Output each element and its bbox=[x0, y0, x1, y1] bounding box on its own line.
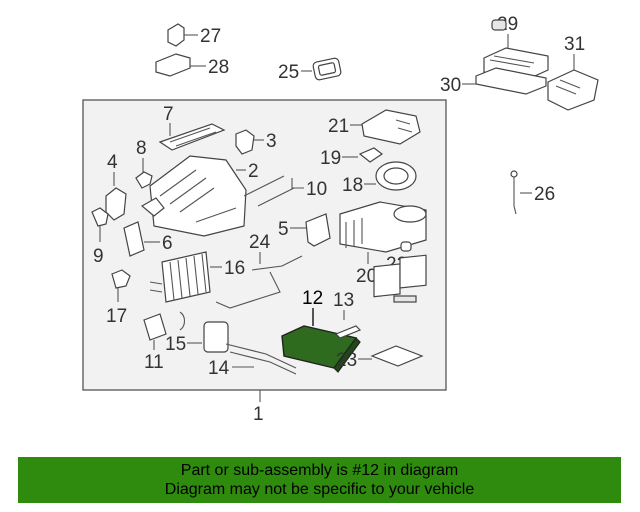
callout-13: 13 bbox=[333, 290, 354, 311]
callout-15: 15 bbox=[165, 334, 186, 355]
part-17-sensor bbox=[111, 269, 131, 289]
callout-10: 10 bbox=[306, 179, 327, 200]
callout-21: 21 bbox=[328, 116, 349, 137]
part-2-heater-case bbox=[140, 155, 247, 237]
part-15-cover bbox=[203, 321, 229, 353]
part-16-evaporator bbox=[149, 251, 211, 303]
callout-28: 28 bbox=[208, 57, 229, 78]
callout-1: 1 bbox=[253, 404, 264, 425]
part-20-blower-case bbox=[339, 201, 427, 253]
callout-4: 4 bbox=[107, 152, 118, 173]
part-26-pipe bbox=[510, 170, 532, 215]
callout-14: 14 bbox=[208, 358, 230, 379]
callout-20: 20 bbox=[356, 266, 377, 287]
callout-31: 31 bbox=[564, 34, 585, 55]
callout-11: 11 bbox=[144, 352, 164, 373]
callout-18: 18 bbox=[342, 175, 363, 196]
callout-16: 16 bbox=[224, 258, 245, 279]
part-8-actuator bbox=[135, 171, 153, 189]
info-banner: Part or sub-assembly is #12 in diagram D… bbox=[18, 457, 621, 503]
part-31-case bbox=[547, 69, 599, 111]
callout-9: 9 bbox=[93, 246, 104, 267]
part-3-actuator bbox=[235, 129, 255, 155]
part-13-seal bbox=[334, 325, 362, 339]
banner-line-2: Diagram may not be specific to your vehi… bbox=[164, 481, 475, 498]
callout-3: 3 bbox=[266, 131, 277, 152]
part-19-resistor bbox=[358, 147, 384, 163]
callout-26: 26 bbox=[534, 184, 555, 205]
part-5-door bbox=[305, 213, 331, 247]
part-11-bracket bbox=[143, 313, 167, 341]
callout-6: 6 bbox=[162, 233, 173, 254]
part-18-blower-motor bbox=[375, 161, 417, 191]
part-12-heater-core bbox=[281, 325, 361, 373]
callout-30: 30 bbox=[440, 75, 461, 96]
part-23-tray bbox=[370, 345, 424, 367]
callout-8: 8 bbox=[136, 138, 147, 159]
callout-23: 23 bbox=[336, 350, 357, 371]
part-27-sensor bbox=[167, 23, 198, 47]
callout-2: 2 bbox=[248, 161, 259, 182]
part-9-bracket bbox=[91, 207, 109, 227]
part-28-sensor bbox=[155, 53, 206, 77]
callout-17: 17 bbox=[106, 306, 127, 327]
part-22-filters bbox=[373, 254, 427, 303]
callout-24: 24 bbox=[249, 232, 271, 253]
part-14-pipe bbox=[225, 343, 297, 375]
part-22-cap bbox=[400, 241, 412, 252]
callout-7: 7 bbox=[163, 104, 174, 125]
part-6-door bbox=[123, 221, 145, 257]
part-7-filter bbox=[158, 123, 226, 151]
part-10-hose bbox=[243, 175, 295, 207]
part-24-harness bbox=[215, 255, 303, 309]
callout-25: 25 bbox=[278, 62, 299, 83]
banner-line-1: Part or sub-assembly is #12 in diagram bbox=[180, 462, 459, 479]
highlight-callout-12: 12 bbox=[302, 288, 323, 309]
part-21-duct bbox=[361, 109, 421, 145]
part-30-filter bbox=[462, 67, 547, 95]
callout-5: 5 bbox=[278, 219, 289, 240]
callout-27: 27 bbox=[200, 26, 221, 47]
callout-19: 19 bbox=[320, 148, 341, 169]
part-25-gasket bbox=[312, 57, 342, 81]
